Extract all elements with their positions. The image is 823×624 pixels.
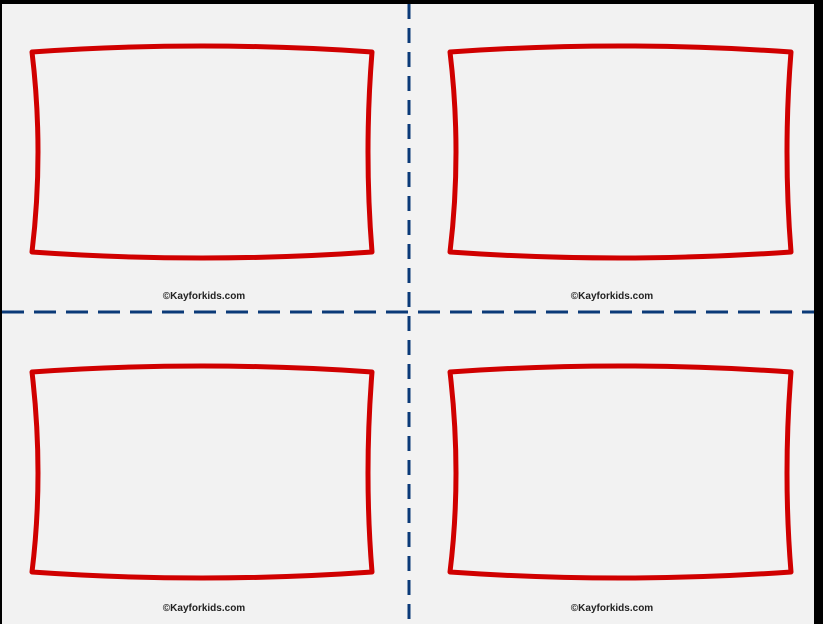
flash-card: ©Kayforkids.com (410, 312, 814, 620)
card-frame (29, 43, 375, 261)
copyright-credit: ©Kayforkids.com (162, 603, 246, 614)
flash-card: ©Kayforkids.com (2, 4, 406, 312)
flash-card: ©Kayforkids.com (410, 4, 814, 312)
copyright-credit: ©Kayforkids.com (570, 291, 654, 302)
card-frame (447, 43, 794, 261)
flash-card-sheet: ©Kayforkids.com ©Kayforkids.com ©Kayfork… (2, 4, 814, 624)
copyright-credit: ©Kayforkids.com (162, 291, 246, 302)
card-frame (447, 363, 794, 581)
cut-guides (2, 4, 814, 624)
flash-card: ©Kayforkids.com (2, 312, 406, 620)
card-frame (29, 363, 375, 581)
copyright-credit: ©Kayforkids.com (570, 603, 654, 614)
